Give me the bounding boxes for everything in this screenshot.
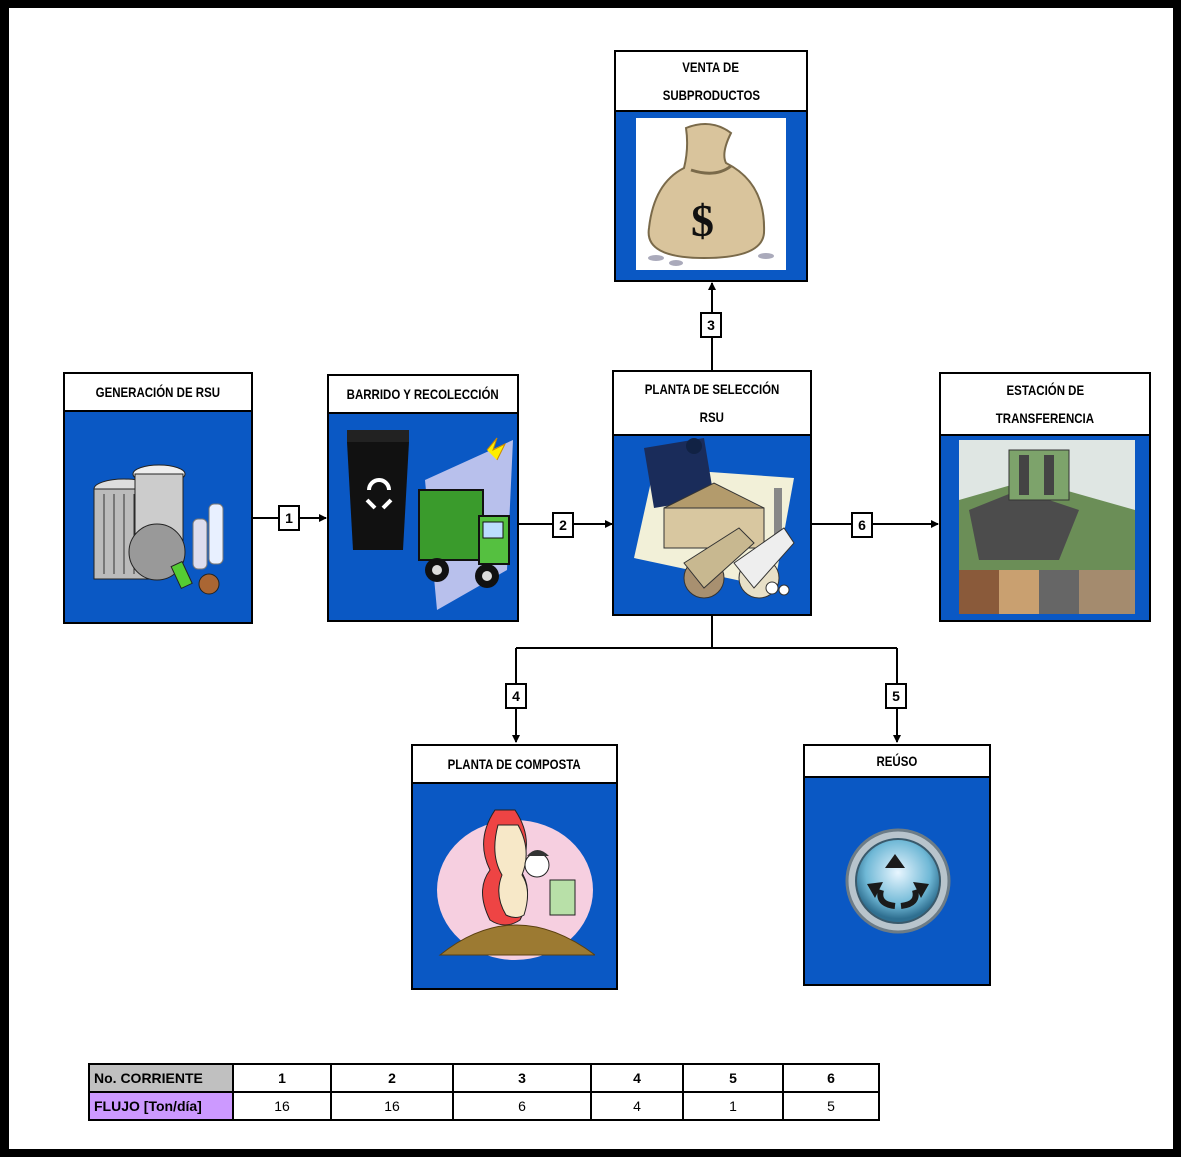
- money-bag-icon: $: [636, 118, 786, 270]
- block-reuso: REÚSO: [803, 744, 991, 986]
- table-row-flujo: FLUJO [Ton/día] 16 16 6 4 1 5: [88, 1091, 880, 1121]
- block-title: VENTA DE SUBPRODUCTOS: [616, 52, 806, 112]
- connector-branch: [516, 615, 713, 649]
- block-title: ESTACIÓN DE TRANSFERENCIA: [941, 374, 1149, 436]
- block-planta-seleccion: PLANTA DE SELECCIÓN RSU: [612, 370, 812, 616]
- flow-cell: 16: [330, 1091, 454, 1121]
- trash-cans-icon: [79, 434, 239, 604]
- flow-table: No. CORRIENTE 1 2 3 4 5 6 FLUJO [Ton/día…: [88, 1063, 880, 1121]
- frame-border-left: [0, 0, 9, 1157]
- block-title: BARRIDO Y RECOLECCIÓN: [329, 376, 517, 414]
- flow-cell: 6: [452, 1091, 592, 1121]
- svg-text:$: $: [691, 195, 714, 246]
- flow-cell: 1: [682, 1091, 784, 1121]
- stream-label-6: 6: [851, 512, 873, 538]
- stream-label-1: 1: [278, 505, 300, 531]
- frame-border-bottom: [0, 1149, 1181, 1157]
- stream-cell: 4: [590, 1063, 684, 1093]
- stream-label-2: 2: [552, 512, 574, 538]
- block-planta-composta: PLANTA DE COMPOSTA: [411, 744, 618, 990]
- stream-cell: 2: [330, 1063, 454, 1093]
- stream-label-5: 5: [885, 683, 907, 709]
- block-barrido-recoleccion: BARRIDO Y RECOLECCIÓN: [327, 374, 519, 622]
- table-row-corriente: No. CORRIENTE 1 2 3 4 5 6: [88, 1063, 880, 1093]
- block-title: GENERACIÓN DE RSU: [65, 374, 251, 412]
- block-title: PLANTA DE SELECCIÓN RSU: [614, 372, 810, 436]
- frame-border-top: [0, 0, 1181, 8]
- block-venta-subproductos: VENTA DE SUBPRODUCTOS $: [614, 50, 808, 282]
- stream-cell: 3: [452, 1063, 592, 1093]
- sorting-plant-icon: [634, 438, 795, 599]
- recycle-icon: [845, 828, 951, 934]
- stream-label-3: 3: [700, 312, 722, 338]
- transfer-station-icon: [959, 440, 1135, 614]
- block-title: PLANTA DE COMPOSTA: [413, 746, 616, 784]
- row-header-corriente: No. CORRIENTE: [88, 1063, 234, 1093]
- block-estacion-transferencia: ESTACIÓN DE TRANSFERENCIA: [939, 372, 1151, 622]
- garbage-truck-icon: [347, 430, 513, 610]
- stream-cell: 5: [682, 1063, 784, 1093]
- stream-cell: 1: [232, 1063, 332, 1093]
- block-generacion-rsu: GENERACIÓN DE RSU: [63, 372, 253, 624]
- row-header-flujo: FLUJO [Ton/día]: [88, 1091, 234, 1121]
- flow-cell: 16: [232, 1091, 332, 1121]
- stream-cell: 6: [782, 1063, 880, 1093]
- block-title: REÚSO: [805, 746, 989, 778]
- frame-border-right: [1173, 0, 1181, 1157]
- flow-cell: 5: [782, 1091, 880, 1121]
- stream-label-4: 4: [505, 683, 527, 709]
- flow-cell: 4: [590, 1091, 684, 1121]
- compost-icon: [437, 809, 595, 960]
